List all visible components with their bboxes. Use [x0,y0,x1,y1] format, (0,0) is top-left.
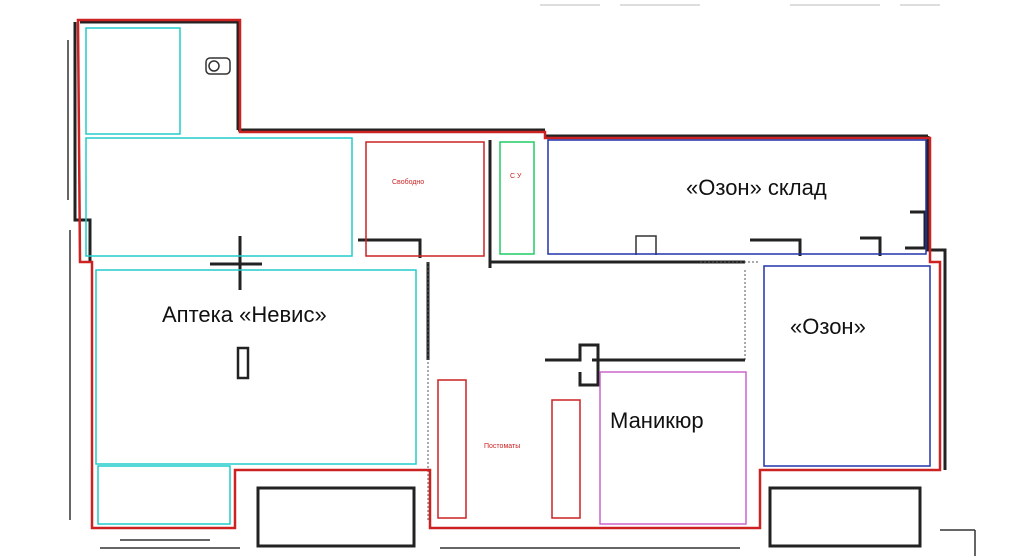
toilet-icon [205,57,231,75]
parcel-locker-left [437,379,467,519]
free-room-label: Свободно [392,178,424,186]
wc-room-label: С У [510,173,522,180]
pharmacy-label: Аптека «Невис» [162,302,327,327]
ozon-point-label: «Озон» [790,314,866,339]
free-room [365,141,485,257]
manicure-room [599,371,747,525]
parcel-lockers-label: Постоматы [484,443,520,450]
ozon-point [763,265,931,467]
red-outline [76,18,942,530]
wc-room [499,141,535,255]
manicure-label: Маникюр [610,408,704,433]
walls [67,20,976,556]
ozon-warehouse [547,139,927,255]
ozon-warehouse-label: «Озон» склад [686,175,827,200]
parcel-locker-right [551,399,581,519]
cyan-zones [85,27,417,525]
